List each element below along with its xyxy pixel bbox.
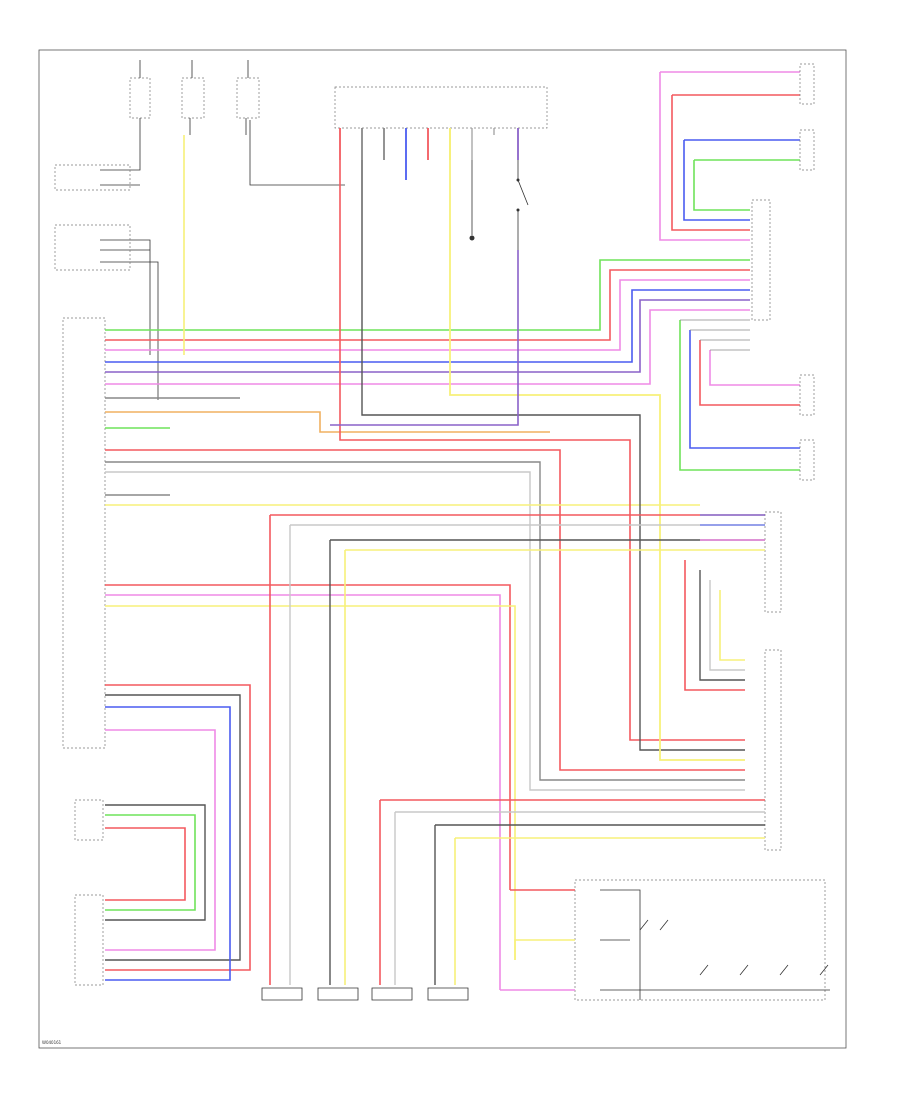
right-bottom-connector (380, 649, 782, 851)
fuse-relay-block (54, 60, 345, 400)
lower-left-harness (74, 684, 251, 986)
speaker-drops (269, 515, 456, 985)
main-module (62, 317, 106, 749)
speaker-icon (261, 987, 469, 1001)
right-mid-connectors (679, 319, 815, 481)
left-harness (105, 259, 750, 990)
center-harness (183, 135, 745, 761)
right-amplifier-connector (270, 511, 782, 691)
steering-switch (500, 879, 830, 1001)
right-top-connectors (659, 63, 815, 321)
switch-icon (516, 160, 529, 250)
ground-icon (469, 160, 475, 241)
switch-icon (639, 919, 829, 976)
figure-id: W040161 (42, 1040, 62, 1045)
top-connector (334, 86, 548, 180)
diagram-frame (38, 49, 847, 1049)
